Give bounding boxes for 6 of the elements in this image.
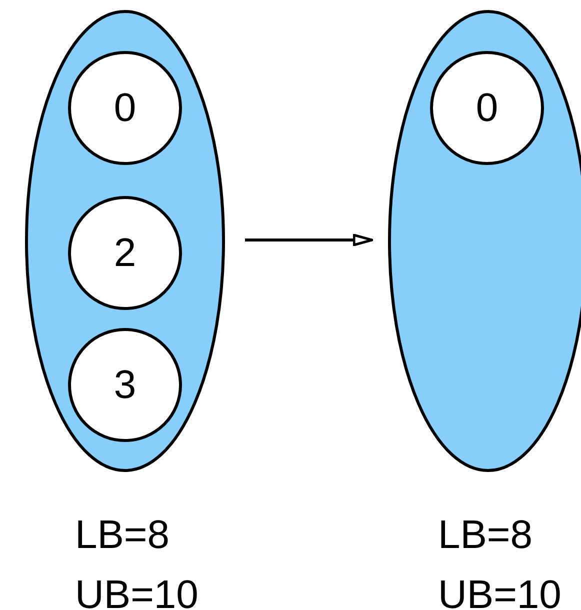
bound-label: LB=8 [438,512,534,559]
ellipse-shape [25,10,225,472]
bound-label: UB=10 [75,572,198,610]
bound-label: LB=8 [75,512,171,559]
bound-label: UB=10 [438,572,562,610]
arrow [245,234,374,246]
